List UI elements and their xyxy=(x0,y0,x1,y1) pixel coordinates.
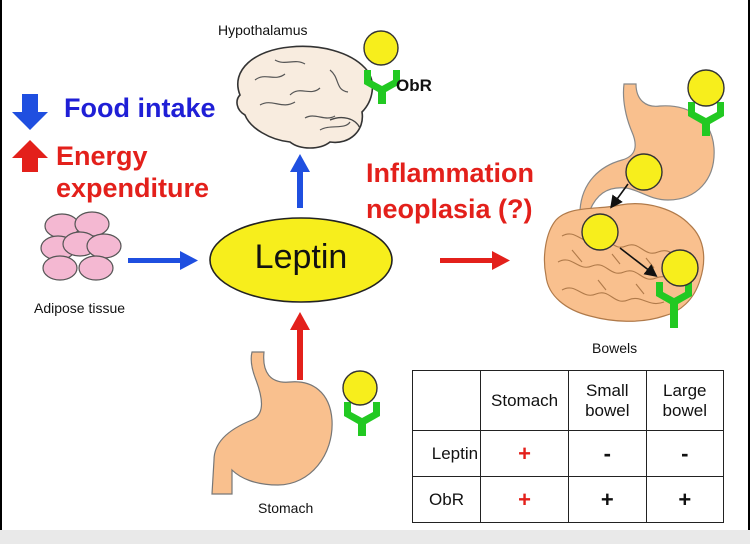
receptor-icon-stomach xyxy=(342,370,380,436)
obr-label: ObR xyxy=(396,76,432,95)
leptin-label: Leptin xyxy=(254,238,348,276)
energy-line-2: expenditure xyxy=(56,173,210,203)
hypothalamus-label: Hypothalamus xyxy=(218,22,308,38)
leptin-to-bowels-arrow xyxy=(440,251,510,270)
brain-icon xyxy=(236,45,374,149)
table-corner-cell xyxy=(411,370,482,431)
leptin-molecule-icon xyxy=(625,153,663,191)
table-header-row: Stomach Small bowel Large bowel xyxy=(411,370,725,431)
stomach-to-leptin-arrow xyxy=(290,312,310,380)
leptin-molecule-icon xyxy=(581,213,619,251)
inflammation-line-2: neoplasia (?) xyxy=(366,194,533,224)
inflammation-line-1: Inflammation xyxy=(366,158,535,188)
table-cell: + xyxy=(480,430,570,477)
adipose-tissue-label: Adipose tissue xyxy=(34,300,126,316)
leptin-to-brain-arrow xyxy=(290,154,310,208)
energy-expenditure-label: Energy expenditure xyxy=(56,140,209,204)
bottom-strip xyxy=(0,530,750,544)
table-cell: + xyxy=(645,476,725,523)
adipose-cells-icon xyxy=(40,211,122,281)
table-cell: + xyxy=(568,476,647,523)
receptor-icon-bowels-bottom xyxy=(656,249,699,328)
table-row-label: Leptin xyxy=(411,430,482,477)
table-header-cell: Small bowel xyxy=(568,370,647,431)
energy-line-1: Energy xyxy=(56,141,148,171)
table-header-cell: Stomach xyxy=(480,370,570,431)
table-cell: - xyxy=(645,430,725,477)
receptor-icon-brain xyxy=(363,30,400,104)
up-arrow-icon xyxy=(12,140,48,172)
stomach-label: Stomach xyxy=(258,500,314,516)
table-cell: + xyxy=(480,476,570,523)
food-intake-label: Food intake xyxy=(64,93,216,123)
leptin-ellipse xyxy=(209,217,393,303)
down-arrow-icon xyxy=(12,94,48,130)
table-cell: - xyxy=(568,430,647,477)
table-row: ObR + + + xyxy=(411,476,725,523)
adipose-to-leptin-arrow xyxy=(128,251,198,270)
bowels-label: Bowels xyxy=(592,340,638,356)
table-header-cell: Large bowel xyxy=(645,370,725,431)
frame-left-border xyxy=(0,0,2,530)
table-row-label: ObR xyxy=(411,476,482,523)
stomach-icon xyxy=(211,351,333,495)
inflammation-label: Inflammation neoplasia (?) xyxy=(366,155,534,227)
frame-right-border xyxy=(748,0,750,530)
expression-table: Stomach Small bowel Large bowel Leptin +… xyxy=(411,370,725,523)
receptor-icon-bowels-top xyxy=(687,69,725,136)
table-row: Leptin + - - xyxy=(411,430,725,477)
